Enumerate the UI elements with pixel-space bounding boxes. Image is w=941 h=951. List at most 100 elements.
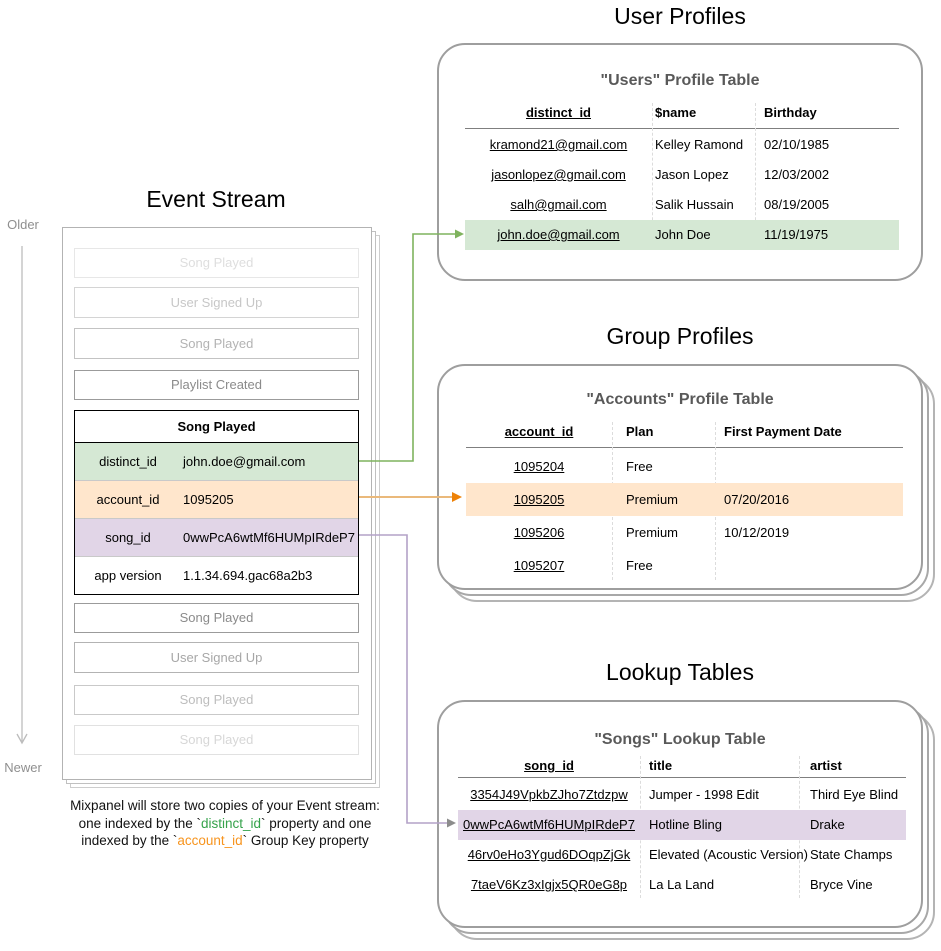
songs-artist-cell: Bryce Vine [810,877,873,892]
caption-text: ` property and one [261,815,372,831]
users-name-cell: Jason Lopez [655,167,729,182]
users-table-row: kramond21@gmail.com Kelley Ramond 02/10/… [465,130,899,160]
event-box-song-played-5: Song Played [74,725,359,755]
users-birthday-cell: 02/10/1985 [764,137,830,152]
users-birthday-cell: 12/03/2002 [764,167,830,182]
column-header-song-id: song_id [524,758,574,773]
event-property-row-distinct-id: distinct_id john.doe@gmail.com [75,443,358,480]
songs-table-row-highlighted: 0wwPcA6wtMf6HUMpIRdeP7 Hotline Bling Dra… [458,810,906,840]
event-stream-title: Event Stream [146,186,286,212]
focused-event-title: Song Played [75,411,358,443]
users-column-divider-2 [755,103,756,250]
accounts-plan-cell: Free [626,459,653,474]
accounts-profile-card [437,364,923,590]
users-distinct-id-cell: salh@gmail.com [510,197,607,212]
songs-table-title: "Songs" Lookup Table [594,731,766,748]
accounts-plan-cell: Premium [626,525,679,540]
songs-title-cell: La La Land [649,877,715,892]
property-value: 0wwPcA6wtMf6HUMpIRdeP7 [183,530,355,545]
users-header-rule [465,128,899,130]
songs-title-cell: Elevated (Acoustic Version) [649,847,808,862]
column-header-distinct-id: distinct_id [525,105,591,120]
event-property-row-song-id: song_id 0wwPcA6wtMf6HUMpIRdeP7 [75,518,358,556]
songs-title-cell: Jumper - 1998 Edit [649,787,759,802]
users-distinct-id-cell: jasonlopez@gmail.com [491,167,626,182]
songs-song-id-cell: 0wwPcA6wtMf6HUMpIRdeP7 [463,817,635,832]
property-value: 1095205 [183,492,234,507]
users-name-cell: Salik Hussain [655,197,734,212]
accounts-table-title: "Accounts" Profile Table [586,391,774,408]
caption-text: one indexed by the ` [78,815,201,831]
accounts-payment-date-cell: 07/20/2016 [724,492,790,507]
event-property-row-account-id: account_id 1095205 [75,480,358,518]
songs-artist-cell: Third Eye Blind [810,787,899,802]
accounts-plan-cell: Premium [626,492,679,507]
songs-table-row: 7taeV6Kz3xIgjx5QR0eG8p La La Land Bryce … [458,870,906,900]
users-birthday-cell: 11/19/1975 [764,227,829,242]
footer-caption: Mixpanel will store two copies of your E… [20,797,430,850]
user-profiles-title: User Profiles [614,3,746,29]
caption-line-1: Mixpanel will store two copies of your E… [70,798,380,813]
songs-header-rule [458,777,906,779]
accounts-header-rule [466,447,903,449]
timeline-down-arrow-icon [16,733,28,745]
account-id-highlight: account_id [177,833,243,848]
event-box-song-played-3: Song Played [74,603,359,633]
songs-table-row: 46rv0eHo3Ygud6DOqpZjGk Elevated (Acousti… [458,840,906,870]
column-header-birthday: Birthday [764,105,817,120]
column-header-artist: artist [810,758,842,773]
event-box-song-played-1: Song Played [74,248,359,278]
songs-title-cell: Hotline Bling [649,817,722,832]
accounts-table-row: 1095206 Premium 10/12/2019 [466,516,903,549]
caption-line-3: indexed by the `account_id` Group Key pr… [20,832,430,850]
column-header-name: $name [655,105,697,120]
users-column-divider-1 [652,103,653,250]
column-header-account-id: account_id [504,424,574,439]
event-box-user-signed-up-1: User Signed Up [74,287,359,318]
event-box-playlist-created: Playlist Created [74,370,359,400]
property-key: account_id [96,492,160,507]
songs-table-row: 3354J49VpkbZJho7Ztdzpw Jumper - 1998 Edi… [458,780,906,810]
songs-song-id-cell: 7taeV6Kz3xIgjx5QR0eG8p [470,877,628,892]
caption-text: ` Group Key property [242,833,369,848]
accounts-payment-date-cell: 10/12/2019 [724,525,790,540]
property-value: 1.1.34.694.gac68a2b3 [183,568,313,583]
accounts-account-id-cell: 1095206 [513,525,565,540]
songs-artist-cell: Drake [810,817,845,832]
column-header-title: title [649,758,673,773]
column-header-plan: Plan [626,424,654,439]
accounts-table-row: 1095207 Free [466,549,903,582]
accounts-plan-cell: Free [626,558,653,573]
accounts-account-id-cell: 1095204 [513,459,565,474]
users-birthday-cell: 08/19/2005 [764,197,830,212]
event-box-user-signed-up-2: User Signed Up [74,642,359,673]
users-name-cell: John Doe [655,227,711,242]
event-box-song-played-4: Song Played [74,685,359,715]
accounts-table-row: 1095204 Free [466,450,903,483]
event-box-song-played-2: Song Played [74,328,359,359]
focused-event-card: Song Played distinct_id john.doe@gmail.c… [74,410,359,595]
users-table-row: salh@gmail.com Salik Hussain 08/19/2005 [465,190,899,220]
users-table-row: jasonlopez@gmail.com Jason Lopez 12/03/2… [465,160,899,190]
distinct-id-highlight: distinct_id [200,815,262,831]
users-distinct-id-cell: kramond21@gmail.com [489,137,628,152]
event-property-row-app-version: app version 1.1.34.694.gac68a2b3 [75,556,358,594]
users-table-title: "Users" Profile Table [600,72,760,89]
users-distinct-id-cell: john.doe@gmail.com [497,227,620,242]
caption-text: indexed by the ` [81,833,178,848]
accounts-account-id-cell: 1095205 [513,492,565,507]
older-label: Older [7,217,39,232]
accounts-table-row-highlighted: 1095205 Premium 07/20/2016 [466,483,903,516]
users-table-row-highlighted: john.doe@gmail.com John Doe 11/19/1975 [465,220,899,250]
songs-song-id-cell: 3354J49VpkbZJho7Ztdzpw [470,787,628,802]
users-name-cell: Kelley Ramond [655,137,744,152]
caption-line-2: one indexed by the `distinct_id` propert… [20,815,430,833]
property-key: app version [94,568,162,583]
songs-song-id-cell: 46rv0eHo3Ygud6DOqpZjGk [467,847,631,862]
group-profiles-title: Group Profiles [606,323,754,349]
newer-label: Newer [4,760,42,775]
property-key: distinct_id [99,454,157,469]
lookup-tables-title: Lookup Tables [606,659,754,685]
property-value: john.doe@gmail.com [183,454,306,469]
